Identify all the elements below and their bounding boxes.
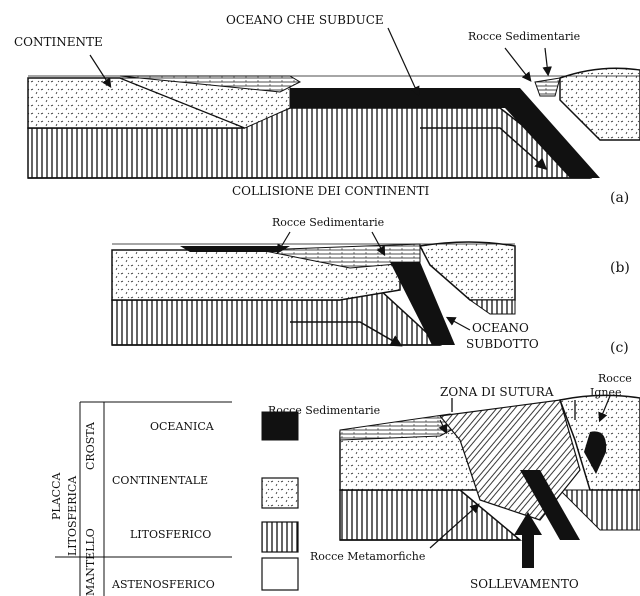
label-rocce-ignee-1: Rocce (598, 372, 632, 385)
label-oceano-che-subduce: OCEANO CHE SUBDUCE (226, 14, 384, 27)
legend-swatch-lithospheric (262, 522, 298, 552)
label-rocce-sedimentarie-c: Rocce Sedimentarie (268, 404, 380, 417)
label-rocce-sedimentarie-a: Rocce Sedimentarie (468, 30, 580, 43)
label-sollevamento: SOLLEVAMENTO (470, 578, 579, 591)
legend-row-astenosferico: ASTENOSFERICO (112, 578, 215, 591)
panel-c-section (340, 395, 640, 568)
legend-placca: PLACCA (50, 473, 63, 520)
label-continente: CONTINENTE (14, 36, 103, 49)
label-rocce-ignee-2: Ignee (590, 386, 622, 399)
label-oceano: OCEANO (472, 322, 529, 335)
legend-row-oceanica: OCEANICA (150, 420, 214, 433)
legend-crosta: CROSTA (84, 422, 97, 470)
label-subdotto: SUBDOTTO (466, 338, 539, 351)
overriding-continent-b (420, 242, 515, 300)
legend-litosferica: LITOSFERICA (66, 476, 79, 556)
legend-row-continentale: CONTINENTALE (112, 474, 208, 487)
legend-swatch-continental (262, 478, 298, 508)
legend-swatch-asthenospheric (262, 558, 298, 590)
legend-mantello: MANTELLO (84, 528, 97, 596)
panel-label-b: (b) (610, 260, 630, 276)
legend-row-litosferico: LITOSFERICO (130, 528, 211, 541)
panel-label-a: (a) (610, 190, 629, 206)
panel-b-section (112, 232, 515, 345)
label-rocce-metamorfiche: Rocce Metamorfiche (310, 550, 425, 563)
label-rocce-sedimentarie-b: Rocce Sedimentarie (272, 216, 384, 229)
panel-a-section (28, 28, 640, 178)
label-zona-di-sutura: ZONA DI SUTURA (440, 386, 553, 399)
overriding-continent-a (560, 68, 640, 140)
label-collisione: COLLISIONE DEI CONTINENTI (232, 185, 429, 198)
panel-label-c: (c) (610, 340, 629, 356)
